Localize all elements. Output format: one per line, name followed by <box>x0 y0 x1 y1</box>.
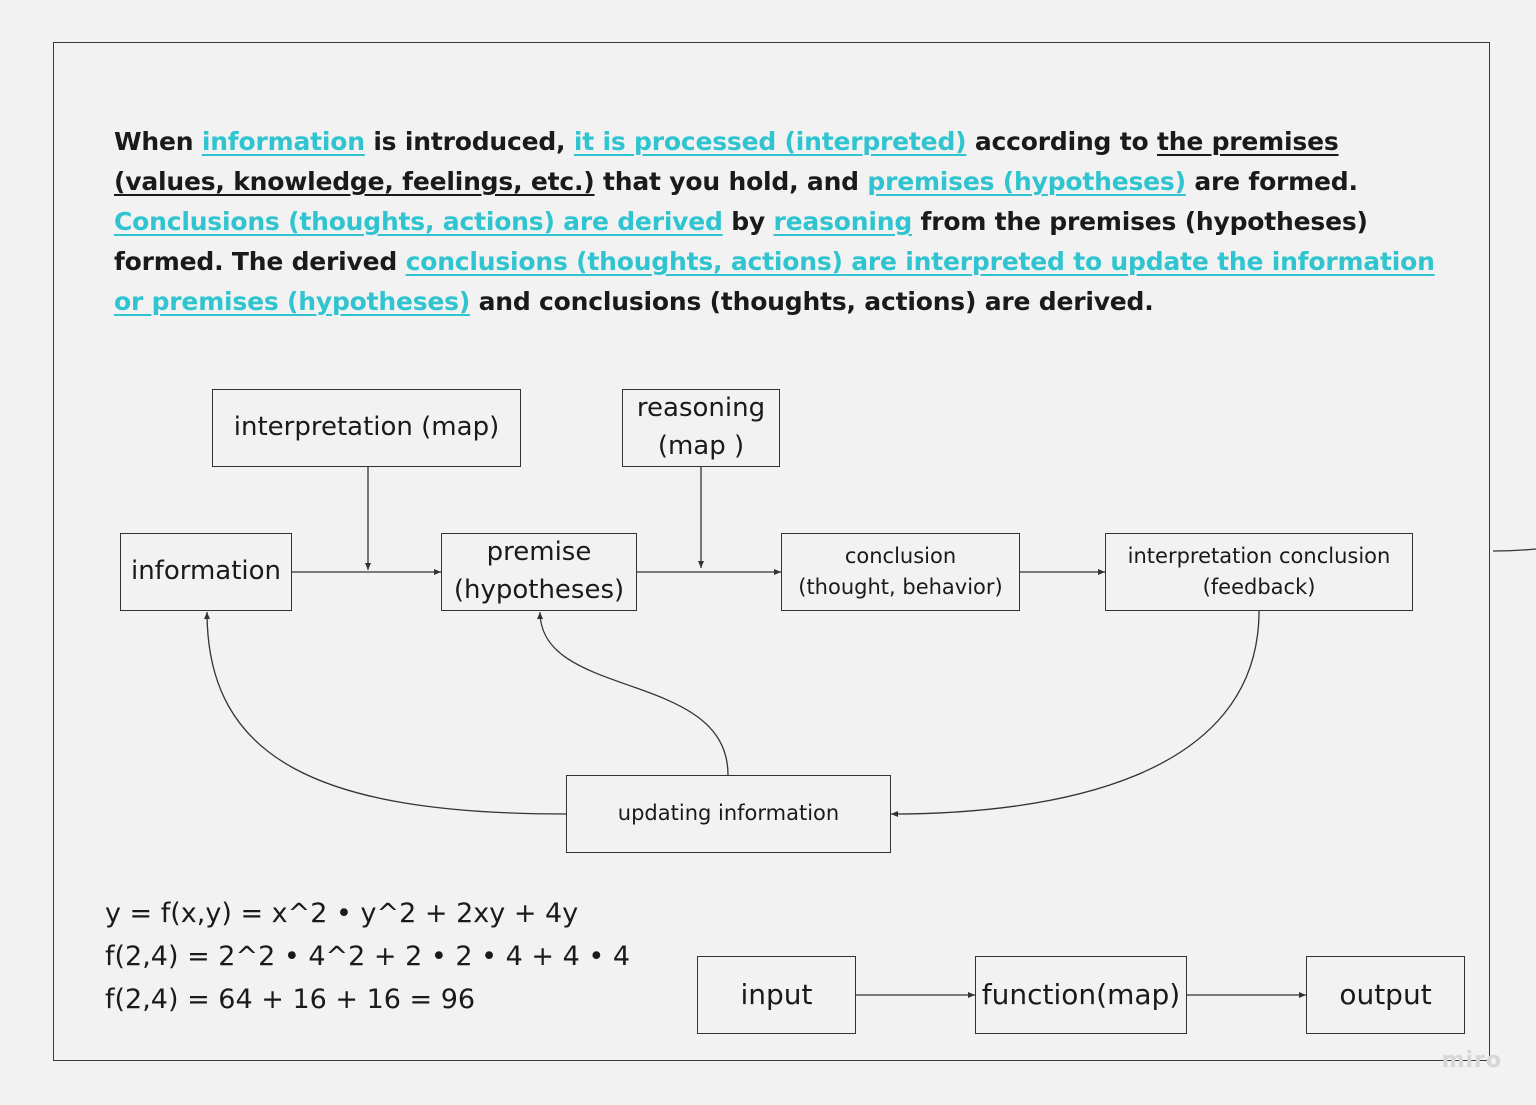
text-according-to: according to <box>966 127 1157 156</box>
text-is-introduced: is introduced, <box>364 127 574 156</box>
formula-line-2: f(2,4) = 2^2 • 4^2 + 2 • 2 • 4 + 4 • 4 <box>105 941 631 972</box>
premise-label: premise <box>486 537 592 568</box>
updating-information-label: updating information <box>617 801 840 826</box>
formula-block: y = f(x,y) = x^2 • y^2 + 2xy + 4y f(2,4)… <box>105 892 630 1021</box>
thought-behavior-label: (thought, behavior) <box>798 575 1003 599</box>
underlined-values: (values, knowledge, feelings, etc.) <box>114 167 595 196</box>
formula-line-3: f(2,4) = 64 + 16 + 16 = 96 <box>105 984 476 1015</box>
information-box: information <box>120 533 292 611</box>
paragraph-line-1: When information is introduced, it is pr… <box>114 122 1454 162</box>
link-information: information <box>201 127 365 156</box>
information-label: information <box>130 556 282 587</box>
updating-information-box: updating information <box>566 775 891 853</box>
link-premises-hypotheses: premises (hypotheses) <box>867 167 1186 196</box>
text-by: by <box>722 207 774 236</box>
input-box: input <box>697 956 856 1034</box>
text-formed-the-derived: formed. The derived <box>114 247 406 276</box>
reasoning-label: reasoning <box>636 393 766 424</box>
paragraph-line-2: (values, knowledge, feelings, etc.) that… <box>114 162 1454 202</box>
feedback-label: (feedback) <box>1202 575 1316 599</box>
paragraph-line-3: Conclusions (thoughts, actions) are deri… <box>114 202 1454 242</box>
text-from-the-premises: from the premises (hypotheses) <box>912 207 1368 236</box>
text-that-you-hold: that you hold, and <box>594 167 868 196</box>
hypotheses-label: (hypotheses) <box>453 575 625 605</box>
underlined-the-premises: the premises <box>1156 127 1339 156</box>
premise-box: premise (hypotheses) <box>441 533 637 611</box>
link-are-interpreted: are interpreted to update the informatio… <box>842 247 1435 276</box>
link-reasoning: reasoning <box>773 207 913 236</box>
formula-line-1: y = f(x,y) = x^2 • y^2 + 2xy + 4y <box>105 898 579 929</box>
reasoning-map-label: (map ) <box>657 431 745 461</box>
text-and-conclusions: and conclusions (thoughts, actions) are … <box>470 287 1154 316</box>
conclusion-box: conclusion (thought, behavior) <box>781 533 1020 611</box>
paragraph-line-4: formed. The derived conclusions (thought… <box>114 242 1454 282</box>
link-or-premises: or premises (hypotheses) <box>114 287 471 316</box>
output-box: output <box>1306 956 1465 1034</box>
paragraph-line-5: or premises (hypotheses) and conclusions… <box>114 282 1454 322</box>
interpretation-map-box: interpretation (map) <box>212 389 521 467</box>
frame <box>53 42 1490 1061</box>
function-map-label: function(map) <box>981 977 1181 1011</box>
reasoning-map-box: reasoning (map ) <box>622 389 780 467</box>
interpretation-map-label: interpretation (map) <box>233 412 500 443</box>
description-paragraph: When information is introduced, it is pr… <box>114 122 1454 322</box>
link-conclusions-thoughts-actions: conclusions (thoughts, actions) <box>405 247 843 276</box>
text-when: When <box>114 127 202 156</box>
interpretation-conclusion-box: interpretation conclusion (feedback) <box>1105 533 1413 611</box>
conclusion-label: conclusion <box>844 543 957 568</box>
link-conclusions-derived: Conclusions (thoughts, actions) are deri… <box>114 207 723 236</box>
input-label: input <box>740 977 813 1011</box>
miro-watermark: miro <box>1441 1048 1502 1073</box>
text-are-formed: are formed. <box>1185 167 1358 196</box>
function-map-box: function(map) <box>975 956 1187 1034</box>
output-label: output <box>1339 977 1432 1011</box>
interpretation-conclusion-label: interpretation conclusion <box>1127 543 1391 568</box>
link-it-is-processed: it is processed (interpreted) <box>573 127 967 156</box>
